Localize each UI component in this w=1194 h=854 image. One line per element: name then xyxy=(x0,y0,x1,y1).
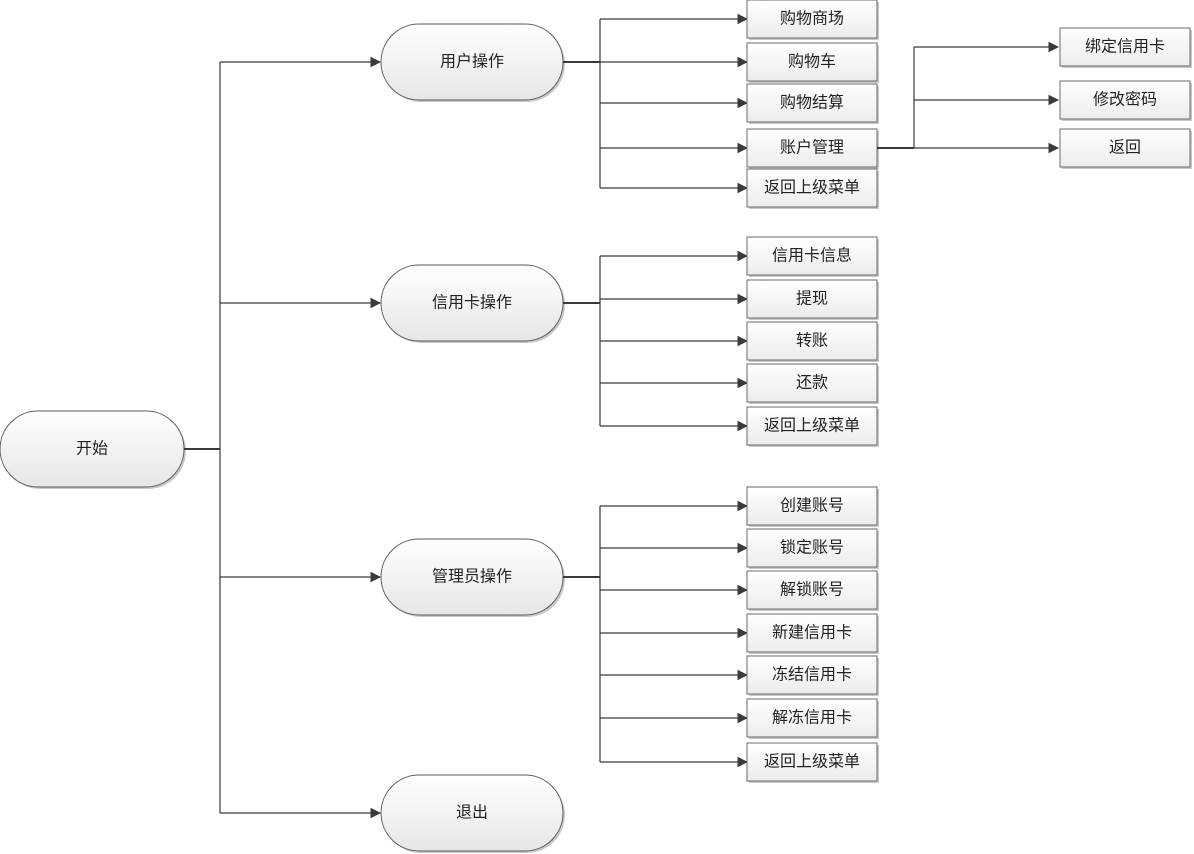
box-back-menu: 返回上级菜单 xyxy=(746,168,879,209)
box-label: 返回上级菜单 xyxy=(764,416,860,435)
box-new-credit-card: 新建信用卡 xyxy=(746,613,879,654)
group-user-ops: 用户操作 购物商场 购物车 购物结算 账户管理 xyxy=(380,0,1192,209)
box-withdraw: 提现 xyxy=(746,279,879,320)
box-unlock-account: 解锁账号 xyxy=(746,570,879,611)
box-label: 解锁账号 xyxy=(780,580,844,599)
box-shopping-cart: 购物车 xyxy=(746,42,879,83)
box-repay: 还款 xyxy=(746,363,879,404)
box-create-account: 创建账号 xyxy=(746,486,879,527)
box-shopping-mall: 购物商场 xyxy=(746,0,879,40)
box-label: 解冻信用卡 xyxy=(772,708,852,727)
box-label: 购物商场 xyxy=(780,9,844,28)
box-label: 绑定信用卡 xyxy=(1085,37,1165,56)
group-credit-card-ops-label: 信用卡操作 xyxy=(432,293,512,312)
group-admin-ops: 管理员操作 创建账号 锁定账号 解锁账号 新建信用卡 xyxy=(380,486,879,783)
box-label: 创建账号 xyxy=(780,496,844,515)
box-back-menu: 返回上级菜单 xyxy=(746,742,879,783)
group-user-ops-label: 用户操作 xyxy=(440,52,504,71)
box-label: 返回 xyxy=(1109,138,1141,157)
box-checkout: 购物结算 xyxy=(746,83,879,124)
group-admin-ops-label: 管理员操作 xyxy=(432,567,512,586)
group-exit: 退出 xyxy=(380,774,565,853)
box-label: 提现 xyxy=(796,289,828,308)
node-start-label: 开始 xyxy=(76,439,108,458)
box-lock-account: 锁定账号 xyxy=(746,528,879,569)
box-label: 锁定账号 xyxy=(780,538,844,557)
box-label: 购物结算 xyxy=(780,93,844,112)
box-label: 账户管理 xyxy=(780,138,844,157)
box-credit-card-info: 信用卡信息 xyxy=(746,236,879,277)
root-connectors xyxy=(184,56,382,819)
group-exit-label: 退出 xyxy=(456,803,488,822)
box-account-management: 账户管理 xyxy=(746,128,879,169)
box-label: 购物车 xyxy=(788,52,836,71)
box-label: 返回上级菜单 xyxy=(764,752,860,771)
box-freeze-credit-card: 冻结信用卡 xyxy=(746,655,879,696)
box-label: 冻结信用卡 xyxy=(772,665,852,684)
group-credit-card-ops: 信用卡操作 信用卡信息 提现 转账 还款 xyxy=(380,236,879,447)
box-bind-credit-card: 绑定信用卡 xyxy=(1059,27,1192,68)
box-label: 还款 xyxy=(796,373,828,392)
box-label: 转账 xyxy=(796,331,828,350)
node-start: 开始 xyxy=(0,410,186,489)
box-return: 返回 xyxy=(1059,128,1192,169)
box-label: 新建信用卡 xyxy=(772,623,852,642)
box-label: 返回上级菜单 xyxy=(764,178,860,197)
box-label: 信用卡信息 xyxy=(772,246,852,265)
box-label: 修改密码 xyxy=(1093,90,1157,109)
box-back-menu: 返回上级菜单 xyxy=(746,406,879,447)
box-unfreeze-credit-card: 解冻信用卡 xyxy=(746,698,879,739)
box-transfer: 转账 xyxy=(746,321,879,362)
box-change-password: 修改密码 xyxy=(1059,80,1192,121)
